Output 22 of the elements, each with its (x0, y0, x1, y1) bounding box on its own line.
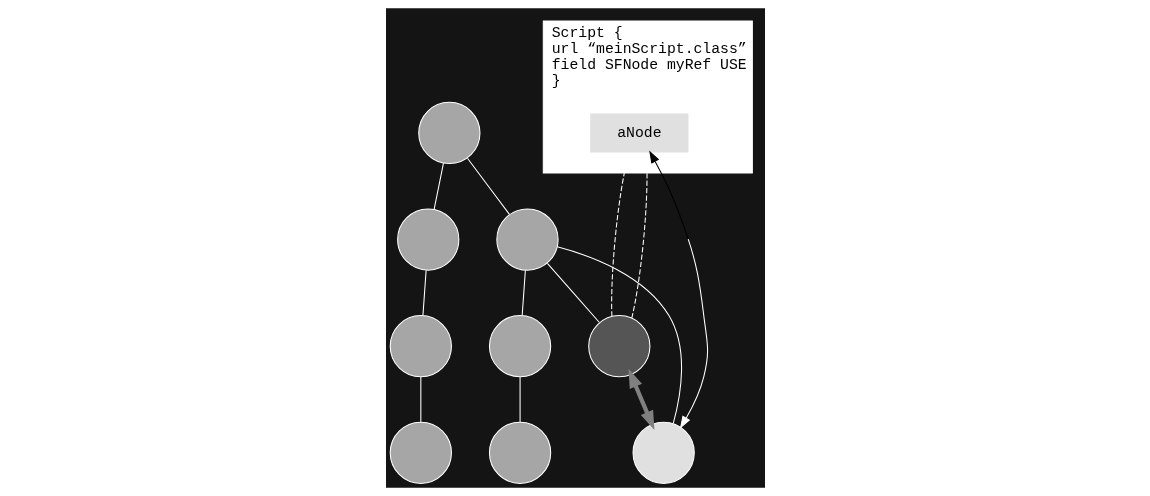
connector (630, 172, 648, 319)
arrow (628, 368, 654, 430)
connector (521, 269, 526, 316)
connector (419, 376, 421, 423)
node-circle (389, 315, 452, 378)
node-circle (495, 208, 559, 271)
connector (433, 162, 444, 210)
node-circle (417, 101, 480, 165)
node-circle (488, 315, 551, 378)
connector (610, 172, 625, 317)
node-circle (587, 315, 650, 378)
connector (519, 376, 521, 423)
connector (421, 269, 427, 316)
node-circle (488, 421, 551, 484)
connector (556, 246, 682, 425)
arrow (648, 150, 708, 429)
connector (466, 157, 510, 215)
node-box: aNode (589, 113, 688, 153)
node-circle (632, 421, 695, 484)
node-circle (396, 208, 459, 271)
connector (546, 262, 600, 323)
node-circle (389, 421, 452, 484)
